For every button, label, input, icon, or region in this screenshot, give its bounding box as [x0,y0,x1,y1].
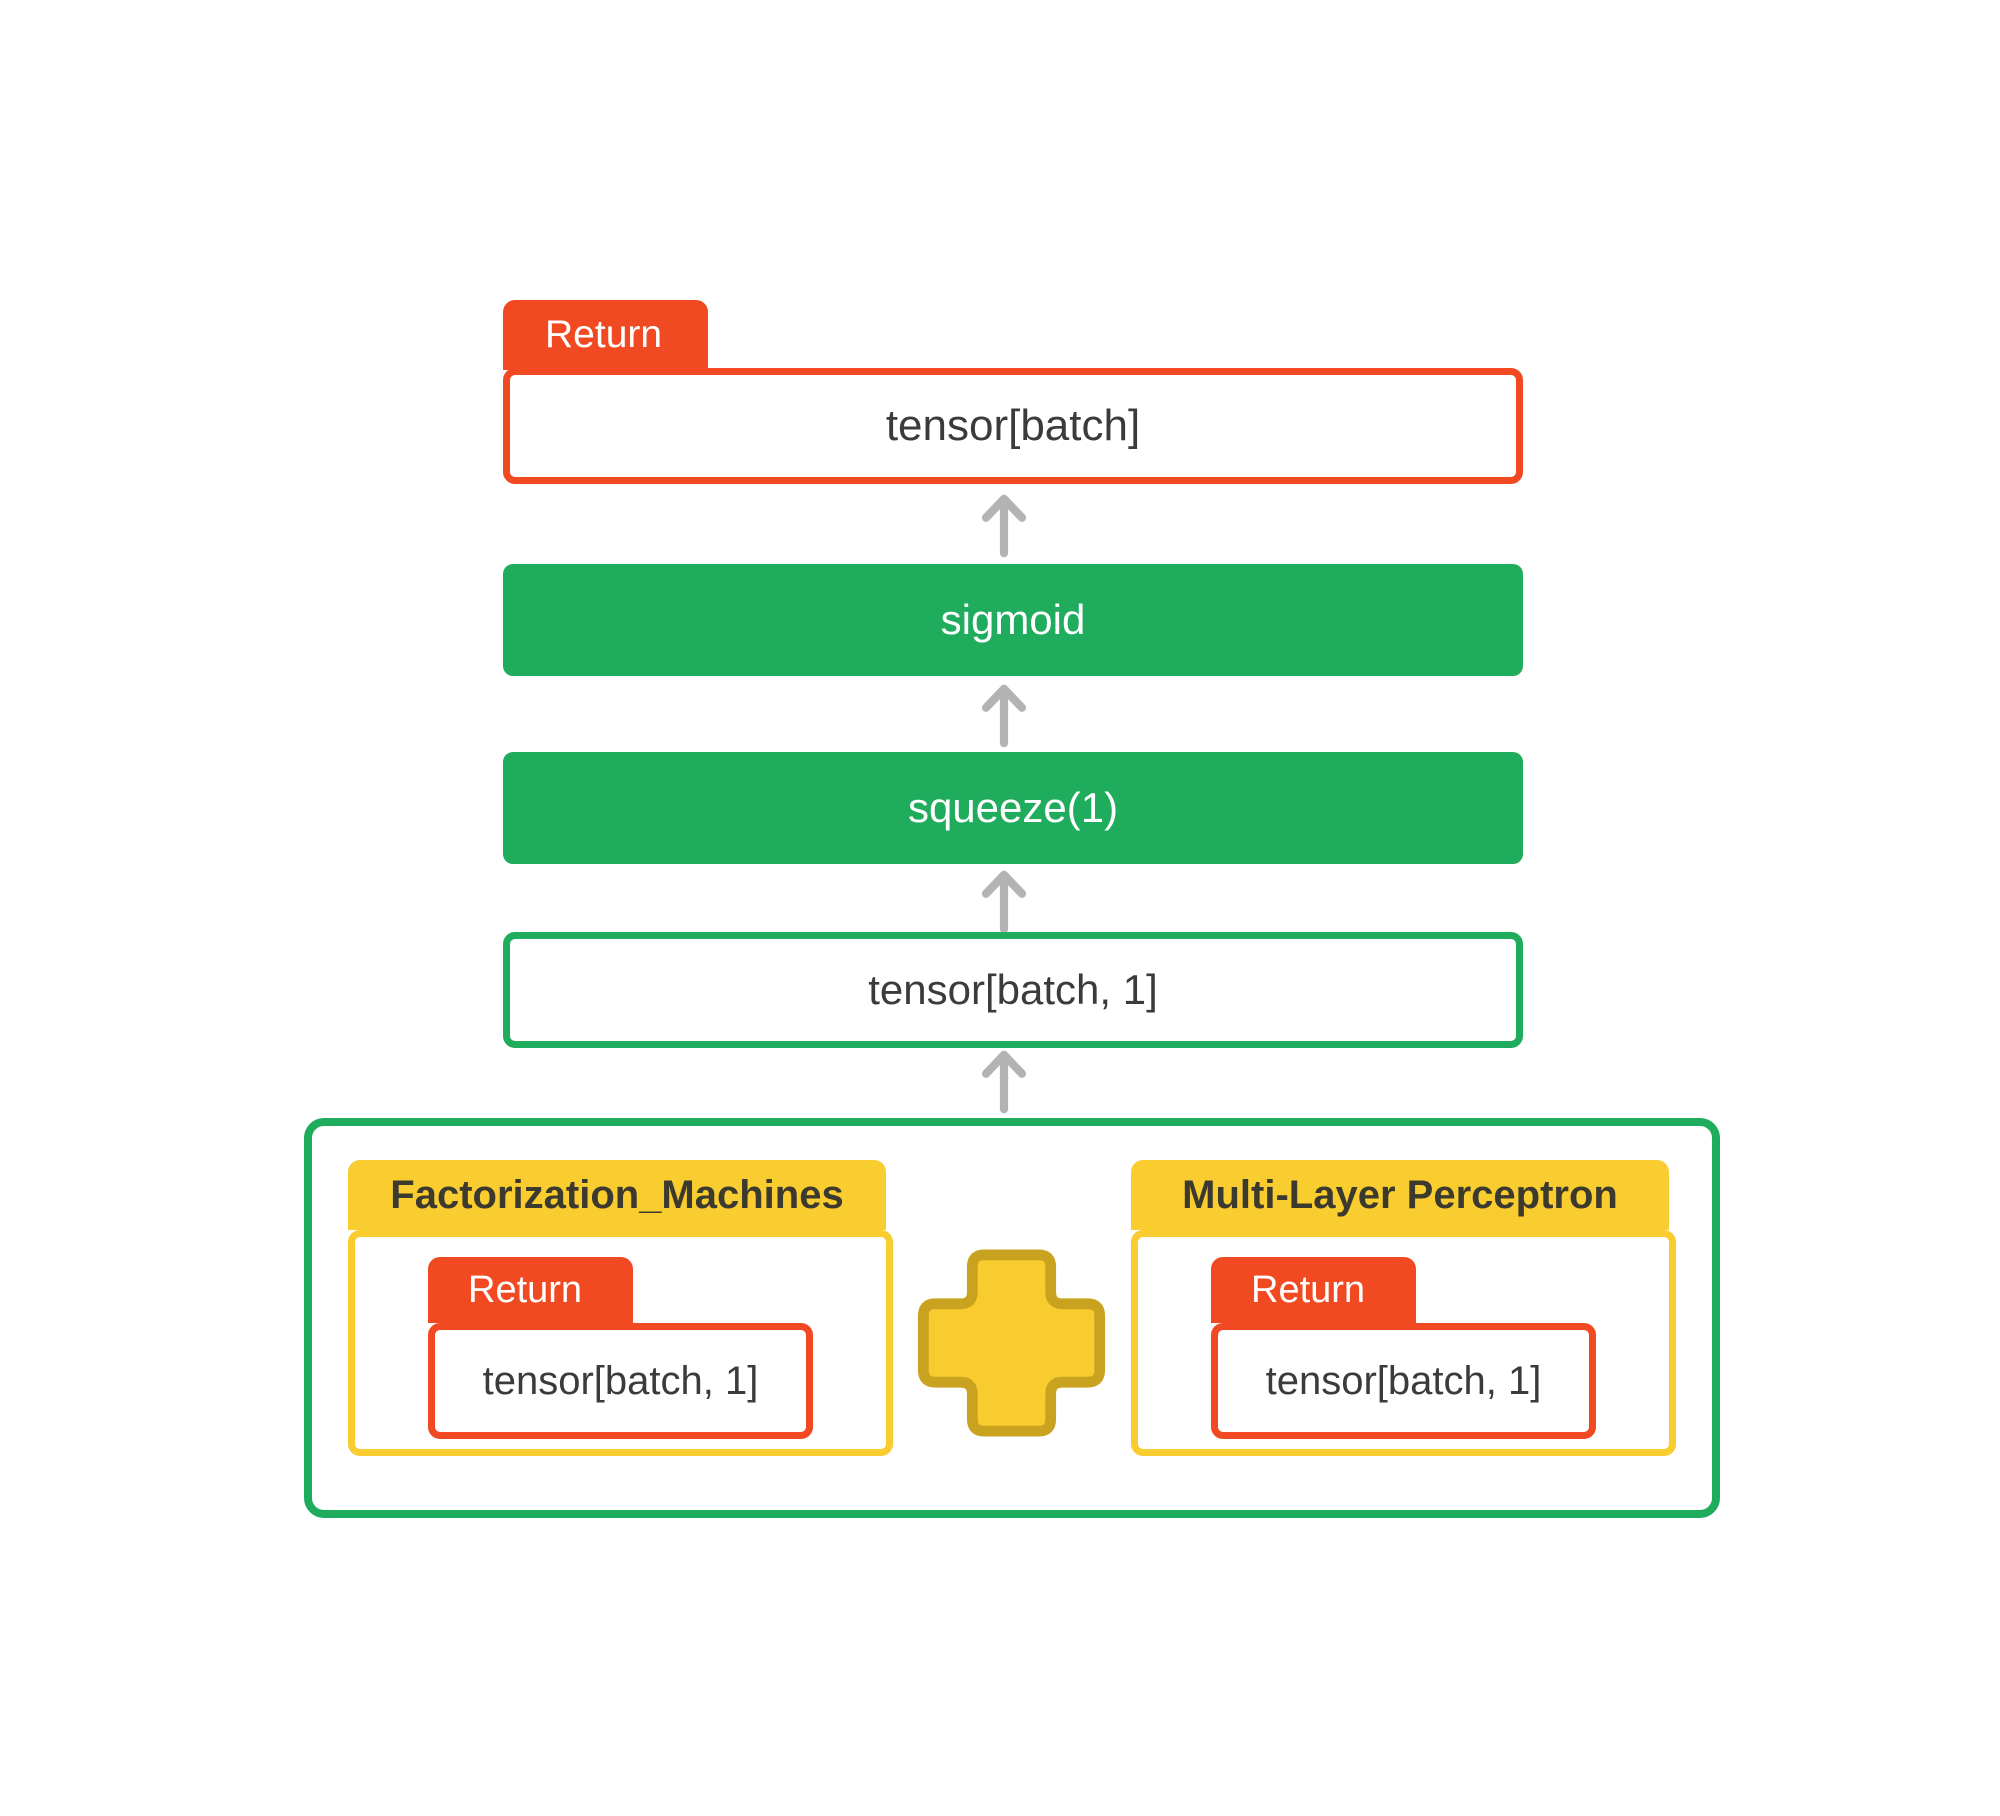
factorization-machines-box: Return tensor[batch, 1] [348,1230,893,1456]
return-value-label: tensor[batch] [885,401,1141,450]
submodules-container: Factorization_Machines Return tensor[bat… [304,1118,1720,1518]
multi-layer-perceptron-title: Multi-Layer Perceptron [1182,1172,1618,1217]
fm-return-tab: Return [428,1257,633,1323]
up-arrow-icon [981,1050,1027,1114]
fm-return-value-label: tensor[batch, 1] [482,1358,759,1403]
multi-layer-perceptron-box: Return tensor[batch, 1] [1131,1230,1676,1456]
squeeze-op-label: squeeze(1) [907,784,1119,831]
sigmoid-op-box: sigmoid [503,564,1523,676]
mlp-return-tab-label: Return [1251,1268,1366,1311]
squeeze-op-box: squeeze(1) [503,752,1523,864]
fm-return-tab-label: Return [468,1268,583,1311]
up-arrow-icon [981,684,1027,748]
return-value-box: tensor[batch] [503,368,1523,484]
return-tab: Return [503,300,708,370]
sigmoid-op-label: sigmoid [940,596,1086,643]
combined-tensor-box: tensor[batch, 1] [503,932,1523,1048]
combined-tensor-label: tensor[batch, 1] [868,966,1158,1013]
return-tab-label: Return [545,313,663,356]
mlp-return-value-label: tensor[batch, 1] [1265,1358,1542,1403]
plus-icon [917,1249,1106,1437]
mlp-return-value-box: tensor[batch, 1] [1211,1323,1596,1439]
multi-layer-perceptron-tab: Multi-Layer Perceptron [1131,1160,1669,1230]
up-arrow-icon [981,494,1027,558]
fm-return-value-box: tensor[batch, 1] [428,1323,813,1439]
mlp-return-tab: Return [1211,1257,1416,1323]
factorization-machines-title: Factorization_Machines [390,1172,844,1217]
factorization-machines-tab: Factorization_Machines [348,1160,886,1230]
up-arrow-icon [981,870,1027,934]
